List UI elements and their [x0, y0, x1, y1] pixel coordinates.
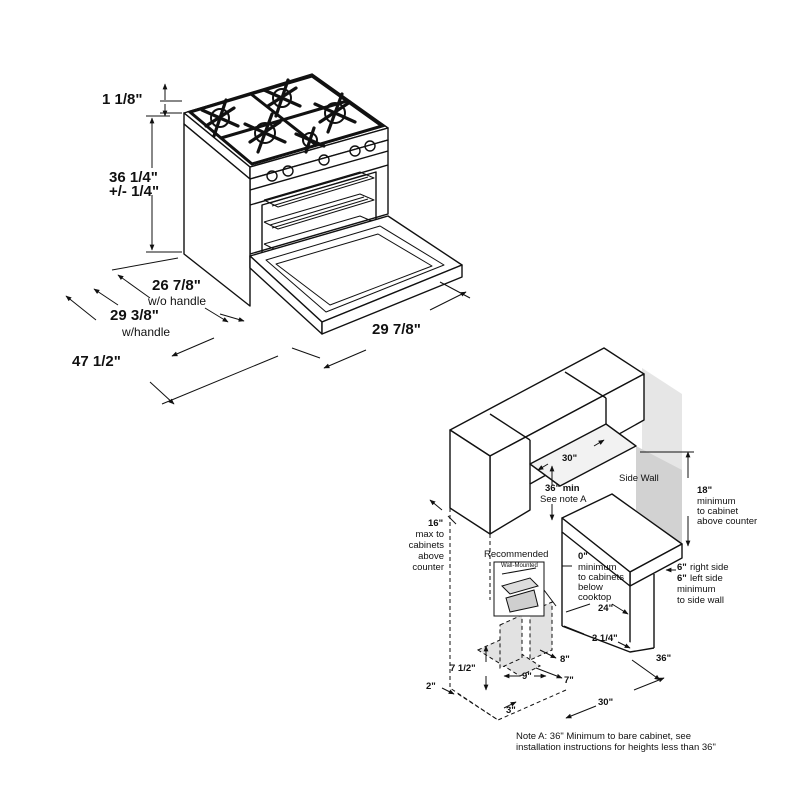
wall-mounted-label: Wall-Mounted: [501, 563, 538, 569]
zero-clearance-note-4: cooktop: [578, 592, 612, 603]
height-label: 36 1/4": [109, 169, 158, 186]
dim-8-label: 8": [560, 654, 570, 665]
height-tolerance-label: +/- 1/4": [109, 183, 160, 200]
cutout-depth-label: 24": [598, 603, 614, 614]
left-side-value: 6": [677, 573, 687, 584]
zero-clearance-note-1: minimum: [578, 562, 617, 573]
zero-clearance-note-2: to cabinets: [578, 572, 624, 583]
right-side-value: 6": [677, 562, 687, 573]
installation-dimension-lines: [429, 439, 694, 719]
dim-9-label: 9": [522, 671, 532, 682]
upper-clearance-note-3: above counter: [697, 516, 758, 527]
dim-7-label: 7": [564, 675, 574, 686]
opening-width-label: 30": [562, 453, 578, 464]
max-cabinet-note-2: cabinets: [408, 540, 444, 551]
upper-clearance-label: 18": [697, 485, 713, 496]
side-wall-note-2: to side wall: [677, 595, 724, 606]
upper-clearance-note-2: to cabinet: [697, 506, 739, 517]
depth-handle-label: 29 3/8": [110, 307, 159, 324]
range-illustration: [183, 73, 463, 335]
note-a-line-1: Note A: 36" Minimum to bare cabinet, see: [516, 731, 691, 742]
dim-3-label: 3": [506, 705, 516, 716]
depth-door-open-label: 47 1/2": [72, 353, 121, 370]
dim-2-1-4-label: 2 1/4": [592, 633, 618, 644]
range-side-panel: [183, 123, 251, 307]
right-side-note: right side: [690, 562, 729, 573]
dim-7-1-2-label: 7 1/2": [450, 663, 476, 674]
depth-no-handle-note: w/o handle: [148, 294, 207, 308]
dim-36-label: 36": [656, 653, 672, 664]
zero-clearance-label: 0": [578, 551, 588, 562]
upper-clearance-note-1: minimum: [697, 496, 736, 507]
control-knobs: [266, 140, 376, 182]
oven-racks: [263, 171, 375, 252]
max-cabinet-note-1: max to: [415, 529, 444, 540]
max-cabinet-note-4: counter: [412, 562, 444, 573]
note-a-line-2: installation instructions for heights le…: [516, 742, 716, 753]
top-height-label: 1 1/8": [102, 91, 143, 108]
bottom-width-label: 30": [598, 697, 614, 708]
base-cabinet: [561, 493, 683, 653]
recommended-outlet-box: [493, 561, 557, 617]
hood-clearance-label: 36" min: [545, 483, 580, 494]
range-dimension-lines: [65, 83, 471, 405]
left-side-note: left side: [690, 573, 723, 584]
recommended-label: Recommended: [484, 549, 549, 560]
depth-handle-note: w/handle: [122, 325, 171, 339]
side-wall-label: Side Wall: [619, 473, 659, 484]
max-cabinet-depth-label: 16": [428, 518, 444, 529]
upper-cabinets: [449, 347, 645, 535]
zero-clearance-note-3: below: [578, 582, 603, 593]
depth-no-handle-label: 26 7/8": [152, 277, 201, 294]
side-wall-note-1: minimum: [677, 584, 716, 595]
see-note-label: See note A: [540, 494, 587, 505]
max-cabinet-note-3: above: [418, 551, 444, 562]
width-label: 29 7/8": [372, 321, 421, 338]
dim-2-label: 2": [426, 681, 436, 692]
burner-grates: [186, 74, 386, 166]
